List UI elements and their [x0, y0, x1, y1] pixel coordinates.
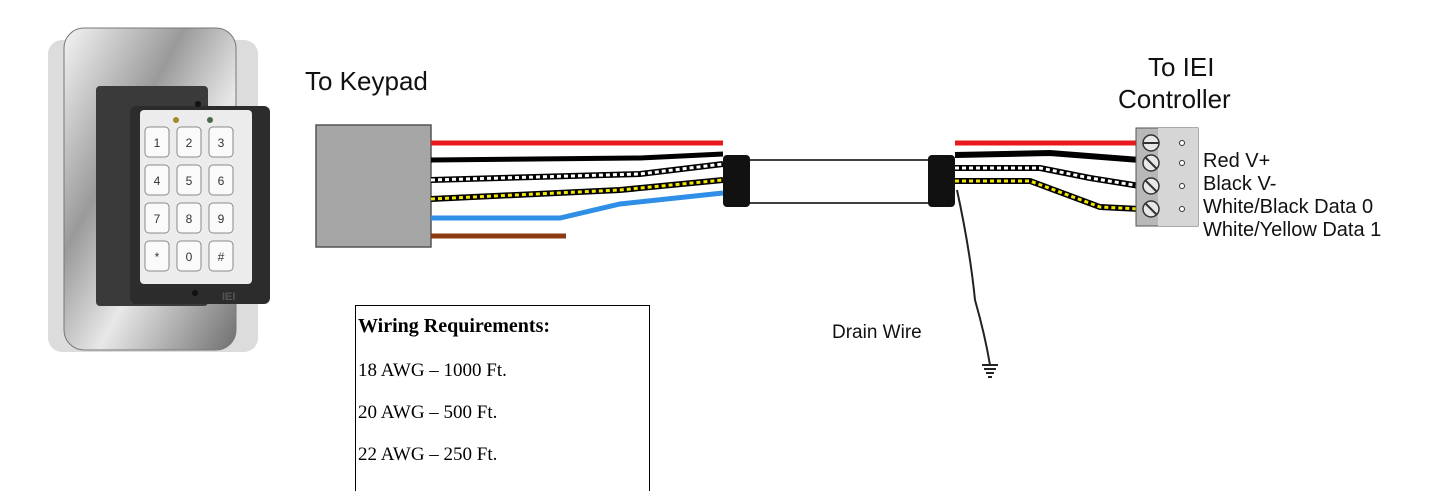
keypad-key-label: 4 — [154, 174, 161, 188]
left-wires — [430, 140, 724, 239]
terminal-label-white-black: White/Black Data 0 — [1203, 196, 1374, 218]
terminal-label-red: Red V+ — [1203, 150, 1271, 172]
terminal-label-black: Black V- — [1203, 173, 1277, 195]
terminal-screw-slot — [1144, 179, 1158, 193]
ground-icon — [982, 364, 998, 378]
wiring-requirement-row: 18 AWG – 1000 Ft. — [358, 360, 507, 381]
keypad-key — [208, 202, 234, 234]
terminal-screws — [1142, 134, 1185, 218]
cable-jacket — [744, 159, 931, 204]
terminal-label-white-yellow: White/Yellow Data 1 — [1203, 219, 1382, 241]
right-wires — [954, 140, 1141, 212]
keypad-key — [176, 240, 202, 272]
heat-shrink-left — [723, 155, 750, 207]
keypad-key — [144, 202, 170, 234]
wiring-requirements-box: Wiring Requirements: 18 AWG – 1000 Ft. 2… — [355, 305, 650, 491]
drain-wire-label: Drain Wire — [832, 322, 922, 343]
keypad-key-label: 1 — [154, 136, 161, 150]
heat-shrink-right — [928, 155, 955, 207]
keypad-connector-block — [315, 124, 432, 248]
keypad-key-label: 9 — [218, 212, 225, 226]
keypad-key — [176, 202, 202, 234]
keypad-key — [144, 240, 170, 272]
keypad-key — [144, 126, 170, 158]
keypad-key-label: 8 — [186, 212, 193, 226]
keypad-key-label: 2 — [186, 136, 193, 150]
keypad-key — [208, 126, 234, 158]
keypad-key — [176, 164, 202, 196]
keypad-key-label: 5 — [186, 174, 193, 188]
keypad-key-label: * — [155, 250, 160, 264]
wiring-requirement-row: 22 AWG – 250 Ft. — [358, 444, 498, 465]
terminal-screw-slot — [1144, 202, 1158, 216]
terminal-indicator-dot — [1179, 183, 1185, 189]
keypad-label: To Keypad — [305, 66, 428, 96]
keypad-key — [208, 240, 234, 272]
keypad-key — [144, 164, 170, 196]
terminal-indicator-dot — [1179, 206, 1185, 212]
keypad-key-label: 6 — [218, 174, 225, 188]
wiring-requirements-title: Wiring Requirements: — [358, 315, 551, 337]
keypad-key — [176, 126, 202, 158]
terminal-screw-slot — [1144, 156, 1158, 170]
keypad-key-label: 0 — [186, 250, 193, 264]
keypad-logo: IEI — [222, 291, 235, 303]
keypad-key-label: 3 — [218, 136, 225, 150]
keypad-key-label: # — [218, 250, 225, 264]
keypad-key — [208, 164, 234, 196]
keypad-keys: 1 2 3 4 5 6 7 8 9 * 0 # IEI — [144, 126, 235, 303]
terminal-indicator-dot — [1179, 160, 1185, 166]
keypad-key-label: 7 — [154, 212, 161, 226]
drain-wire — [956, 189, 991, 366]
wiring-requirement-row: 20 AWG – 500 Ft. — [358, 402, 498, 423]
controller-label-line2: Controller — [1118, 84, 1231, 114]
controller-label-line1: To IEI — [1148, 52, 1215, 82]
terminal-indicator-dot — [1179, 140, 1185, 146]
